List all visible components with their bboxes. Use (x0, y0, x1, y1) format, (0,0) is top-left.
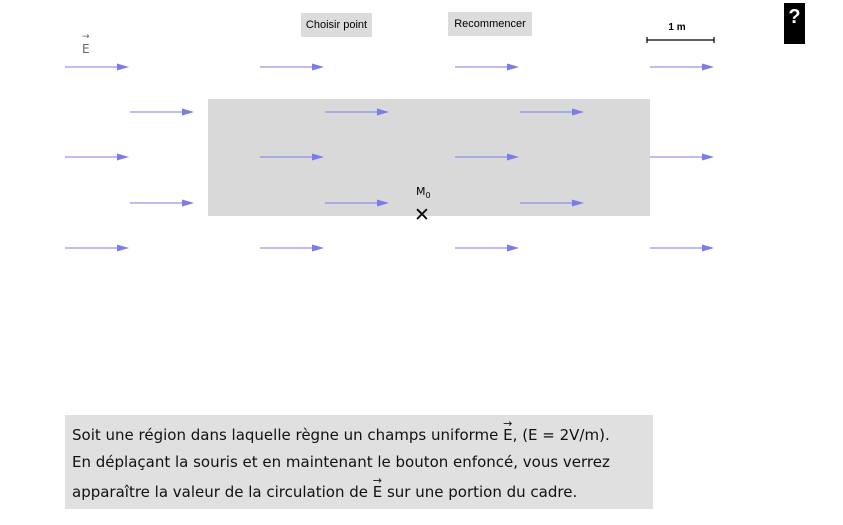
point-label-subscript: 0 (425, 191, 431, 201)
point-m0-label: M0 (416, 185, 431, 200)
field-arrow (455, 63, 519, 71)
field-arrow (130, 108, 194, 116)
field-vector-symbol: E (82, 32, 90, 56)
info-line-1-end: , (E = 2V/m). (512, 426, 610, 444)
point-label-base: M (416, 185, 426, 198)
info-line-1-text: Soit une région dans laquelle règne un c… (72, 426, 504, 444)
info-line-3-text: apparaître la valeur de la circulation d… (72, 483, 373, 501)
field-vector-inline: E (503, 412, 513, 447)
field-vector-label: E (82, 32, 90, 56)
field-arrow (325, 108, 389, 116)
choose-point-button[interactable]: Choisir point (301, 13, 372, 37)
field-arrow (520, 108, 584, 116)
field-arrow (260, 63, 324, 71)
info-line-3: apparaître la valeur de la circulation d… (72, 466, 646, 507)
info-line-2: En déplaçant la souris et en maintenant … (72, 453, 610, 471)
field-arrow (650, 244, 714, 252)
field-arrow (650, 153, 714, 161)
help-button[interactable]: ? (784, 3, 805, 44)
field-arrow (65, 153, 129, 161)
info-panel: Soit une région dans laquelle règne un c… (65, 412, 653, 509)
field-arrow (455, 244, 519, 252)
field-arrow (65, 244, 129, 252)
field-arrow (650, 63, 714, 71)
reset-button[interactable]: Recommencer (448, 12, 532, 36)
scale-label: 1 m (668, 22, 686, 33)
scale-bar (646, 37, 715, 43)
field-arrows (65, 63, 714, 252)
field-vector-inline: E (373, 466, 383, 507)
field-arrow (520, 199, 584, 207)
info-line-1: Soit une région dans laquelle règne un c… (72, 412, 646, 447)
field-arrow (325, 199, 389, 207)
field-arrow (130, 199, 194, 207)
point-m0-marker[interactable]: ✕ (414, 204, 430, 226)
field-arrow (260, 244, 324, 252)
field-arrow (455, 153, 519, 161)
field-arrow (260, 153, 324, 161)
info-line-3-end: sur une portion du cadre. (382, 483, 578, 501)
field-arrow (65, 63, 129, 71)
